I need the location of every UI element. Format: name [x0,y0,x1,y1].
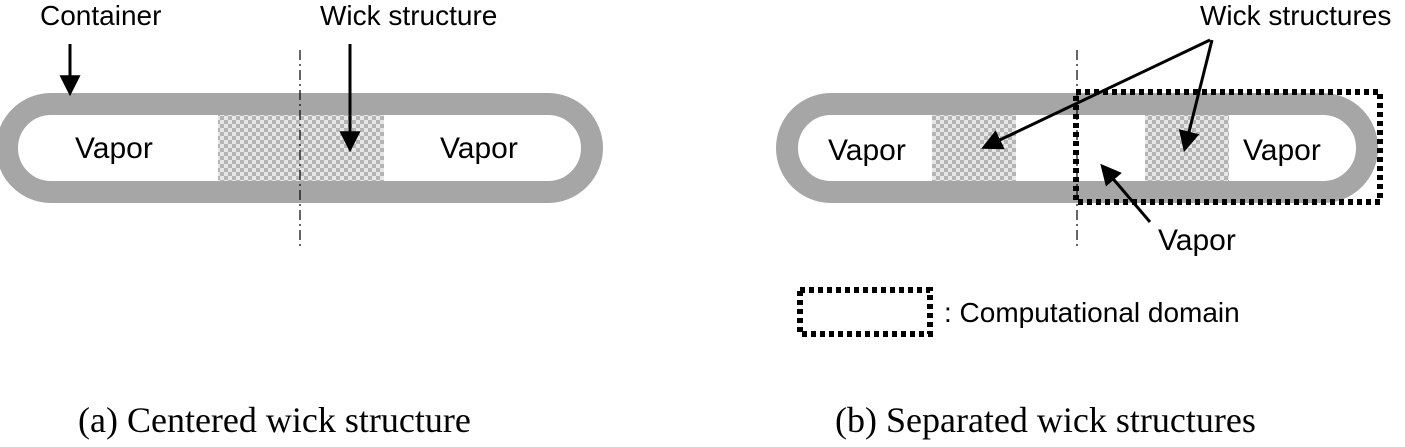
panel-a: Container Wick structure Vapor Vapor (a)… [0,0,603,440]
wick-structure-right-b [1145,115,1229,181]
vapor-right-b: Vapor [1243,134,1321,167]
vapor-left-b: Vapor [828,134,906,167]
vapor-center-b: Vapor [1158,224,1236,257]
caption-b: (b) Separated wick structures [835,400,1256,440]
panel-b: Wick structures Vapor Vapor Vapor : Comp… [776,0,1391,440]
wick-structure-left-b [932,115,1016,181]
vapor-arrow-b [1100,163,1152,223]
container-label: Container [40,0,161,31]
vapor-left-a: Vapor [75,132,153,165]
vapor-right-a: Vapor [440,132,518,165]
caption-a: (a) Centered wick structure [78,400,471,440]
wick-label-a: Wick structure [320,0,497,31]
wick-arrow-left-b [981,38,1211,150]
wick-arrow-right-b [1178,39,1214,153]
wick-label-b: Wick structures [1200,0,1391,31]
legend-label: : Computational domain [944,297,1240,328]
legend-swatch [797,287,933,337]
wick-structure-a [218,115,384,181]
